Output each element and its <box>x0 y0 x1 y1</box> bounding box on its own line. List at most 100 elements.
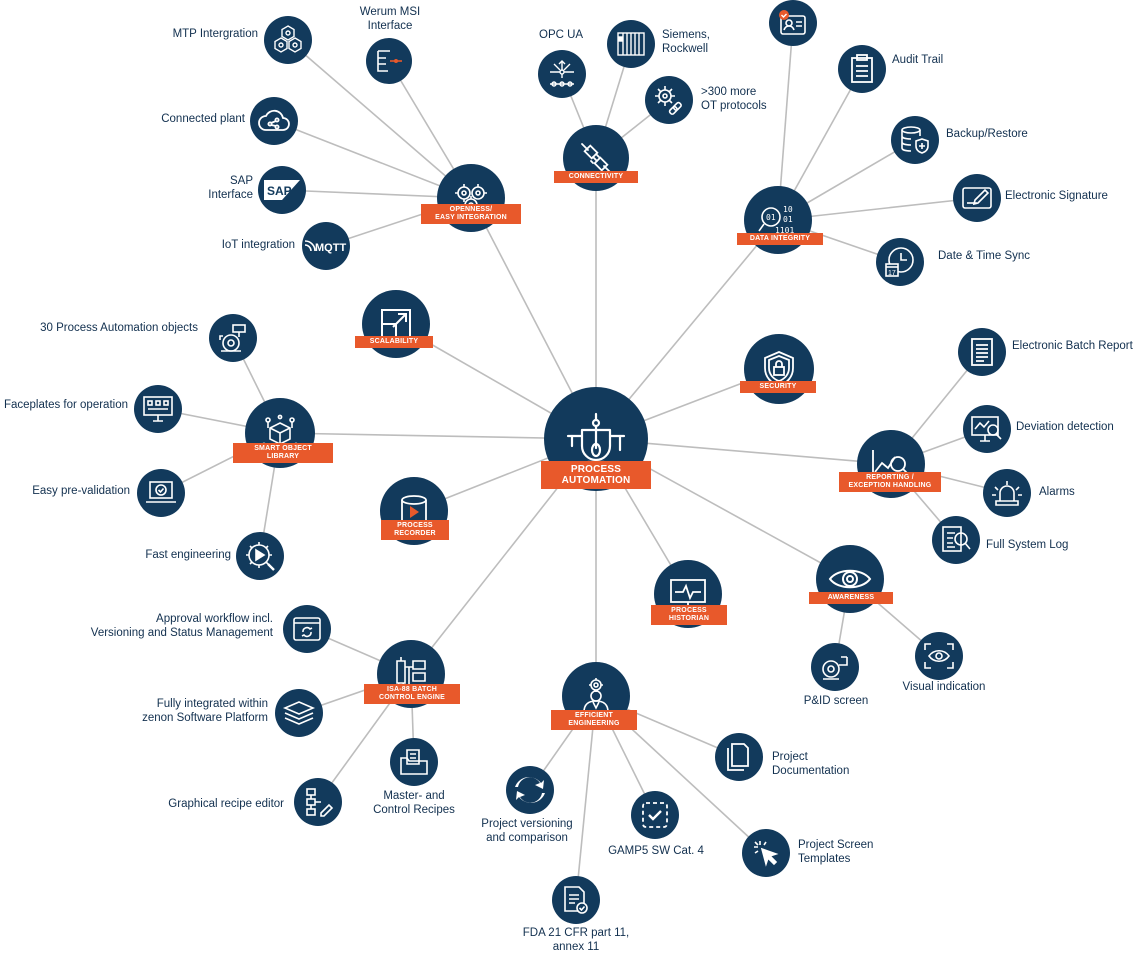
label-mtp: MTP Intergration <box>150 28 258 42</box>
hub-ee-line2: ENGINEERING <box>568 720 620 727</box>
mqtt-logo-icon: MQTT <box>304 239 347 254</box>
gear-link-icon <box>653 84 685 116</box>
label-connected-plant: Connected plant <box>140 113 245 127</box>
label-werum-line1: Werum MSI <box>359 6 421 18</box>
hub-recorder-line1: PROCESS <box>397 522 433 529</box>
hub-security <box>744 334 814 404</box>
label-ot-protocols-line2: OT protocols <box>701 99 767 112</box>
label-ebr: Electronic Batch Report <box>1012 340 1133 354</box>
hub-data-integrity-label: DATA INTEGRITY <box>749 235 811 242</box>
hub-recorder-line2: RECORDER <box>394 530 436 537</box>
tree-structure-icon <box>374 47 404 75</box>
label-iot-line1: IoT integration <box>221 239 295 251</box>
ribbon-openness: OPENNESS/ EASY INTEGRATION <box>417 204 525 227</box>
label-ot-protocols-line1: >300 more <box>701 86 757 98</box>
label-backup-line1: Backup/Restore <box>946 128 1028 140</box>
ribbon-process-historian: PROCESS HISTORIAN <box>647 605 731 628</box>
monitor-panel-icon <box>142 395 174 423</box>
plug-icon <box>576 138 616 178</box>
leaf-opcua <box>538 50 586 98</box>
leaf-pid-screen <box>811 643 859 691</box>
gear-play-icon <box>244 540 276 572</box>
ribbon-efficient-engineering: EFFICIENT ENGINEERING <box>547 710 641 733</box>
center-ribbon: PROCESS AUTOMATION <box>537 461 655 492</box>
leaf-ebr <box>958 328 1006 376</box>
label-fda: FDA 21 CFR part 11,annex 11 <box>506 927 646 954</box>
leaf-prevalidation <box>137 469 185 517</box>
hub-security-label: SECURITY <box>759 383 797 390</box>
ribbon-smart-object-library: SMART OBJECT LIBRARY <box>229 443 337 466</box>
label-recipe-editor-line1: Graphical recipe editor <box>168 798 284 810</box>
ribbon-scalability: SCALABILITY <box>351 336 437 351</box>
hub-openness-line1: OPENNESS/ <box>449 206 493 213</box>
leaf-werum <box>366 38 412 84</box>
pid-pump-icon <box>819 653 851 681</box>
connector-center-node-process-automation-to-hub-smart-object-library <box>279 432 597 440</box>
leaf-pa-objects <box>209 314 257 362</box>
label-alarms-line1: Alarms <box>1039 486 1075 498</box>
eye-frame-icon <box>923 642 955 670</box>
label-alarms: Alarms <box>1039 486 1075 500</box>
label-screen-templates-line1: Project Screen <box>798 839 874 851</box>
hub-ee-line1: EFFICIENT <box>575 712 613 719</box>
label-project-doc-line2: Documentation <box>772 764 850 777</box>
label-siemens-line2: Rockwell <box>662 42 709 55</box>
label-esignature-line1: Electronic Signature <box>1005 190 1108 202</box>
leaf-faceplates <box>134 385 182 433</box>
label-deviation-line1: Deviation detection <box>1016 421 1114 433</box>
id-card-check-icon <box>778 10 808 36</box>
document-check-icon <box>563 885 589 915</box>
label-iot: IoT integration <box>190 239 295 253</box>
tablet-pen-icon <box>961 186 993 210</box>
leaf-sap: SAP <box>258 166 306 214</box>
hub-historian-line1: PROCESS <box>671 607 707 614</box>
label-fda-line2: annex 11 <box>552 940 600 953</box>
leaf-system-log <box>932 516 980 564</box>
label-siemens: Siemens,Rockwell <box>662 29 710 56</box>
leaf-fast-engineering <box>236 532 284 580</box>
label-project-versioning-line1: Project versioning <box>481 818 573 830</box>
leaf-mtp <box>264 16 312 64</box>
label-esignature: Electronic Signature <box>1005 190 1108 204</box>
leaf-master-recipes <box>390 738 438 786</box>
connector-hub-efficient-engineering-to-leaf-fda <box>575 695 597 901</box>
hub-reporting-line1: REPORTING / <box>866 474 914 481</box>
leaf-project-doc <box>715 733 763 781</box>
leaf-deviation <box>963 405 1011 453</box>
sap-logo-icon: SAP <box>264 180 300 200</box>
clipboard-list-icon <box>850 54 874 84</box>
leaf-visual-indication <box>915 632 963 680</box>
window-refresh-icon <box>292 616 322 642</box>
label-connected-plant-line1: Connected plant <box>161 113 245 125</box>
label-sap-line2: Interface <box>208 188 253 201</box>
label-werum-line2: Interface <box>367 19 413 32</box>
flowchart-pen-icon <box>303 787 334 817</box>
sap-logo-text: SAP <box>267 184 292 198</box>
label-prevalidation-line1: Easy pre-validation <box>32 485 130 497</box>
calendar-day-text: 17 <box>888 270 896 277</box>
calendar-clock-icon: 17 <box>884 246 916 278</box>
hub-isa88-line2: CONTROL ENGINE <box>378 694 446 701</box>
label-approval-line1: Approval workflow incl. <box>156 613 273 625</box>
label-mtp-line1: MTP Intergration <box>172 28 258 40</box>
hub-isa88-line1: ISA-88 BATCH <box>386 686 438 693</box>
label-audit-trail-line1: Audit Trail <box>892 54 944 66</box>
valve-pump-icon <box>217 323 249 353</box>
hub-sol-line1: SMART OBJECT <box>254 445 312 452</box>
hub-sol-line2: LIBRARY <box>266 453 300 460</box>
label-fda-line1: FDA 21 CFR part 11, <box>522 927 630 939</box>
label-fast-engineering: Fast engineering <box>120 549 231 563</box>
leaf-siemens <box>607 20 655 68</box>
leaf-esignature <box>953 174 1001 222</box>
binary-magnifier-icon: 01 10 01 1101 <box>757 202 799 238</box>
monitor-magnifier-icon <box>970 415 1004 443</box>
label-opcua: OPC UA <box>539 29 583 43</box>
laptop-check-icon <box>144 480 178 506</box>
leaf-screen-templates <box>742 829 790 877</box>
label-opcua-line1: OPC UA <box>539 29 584 41</box>
